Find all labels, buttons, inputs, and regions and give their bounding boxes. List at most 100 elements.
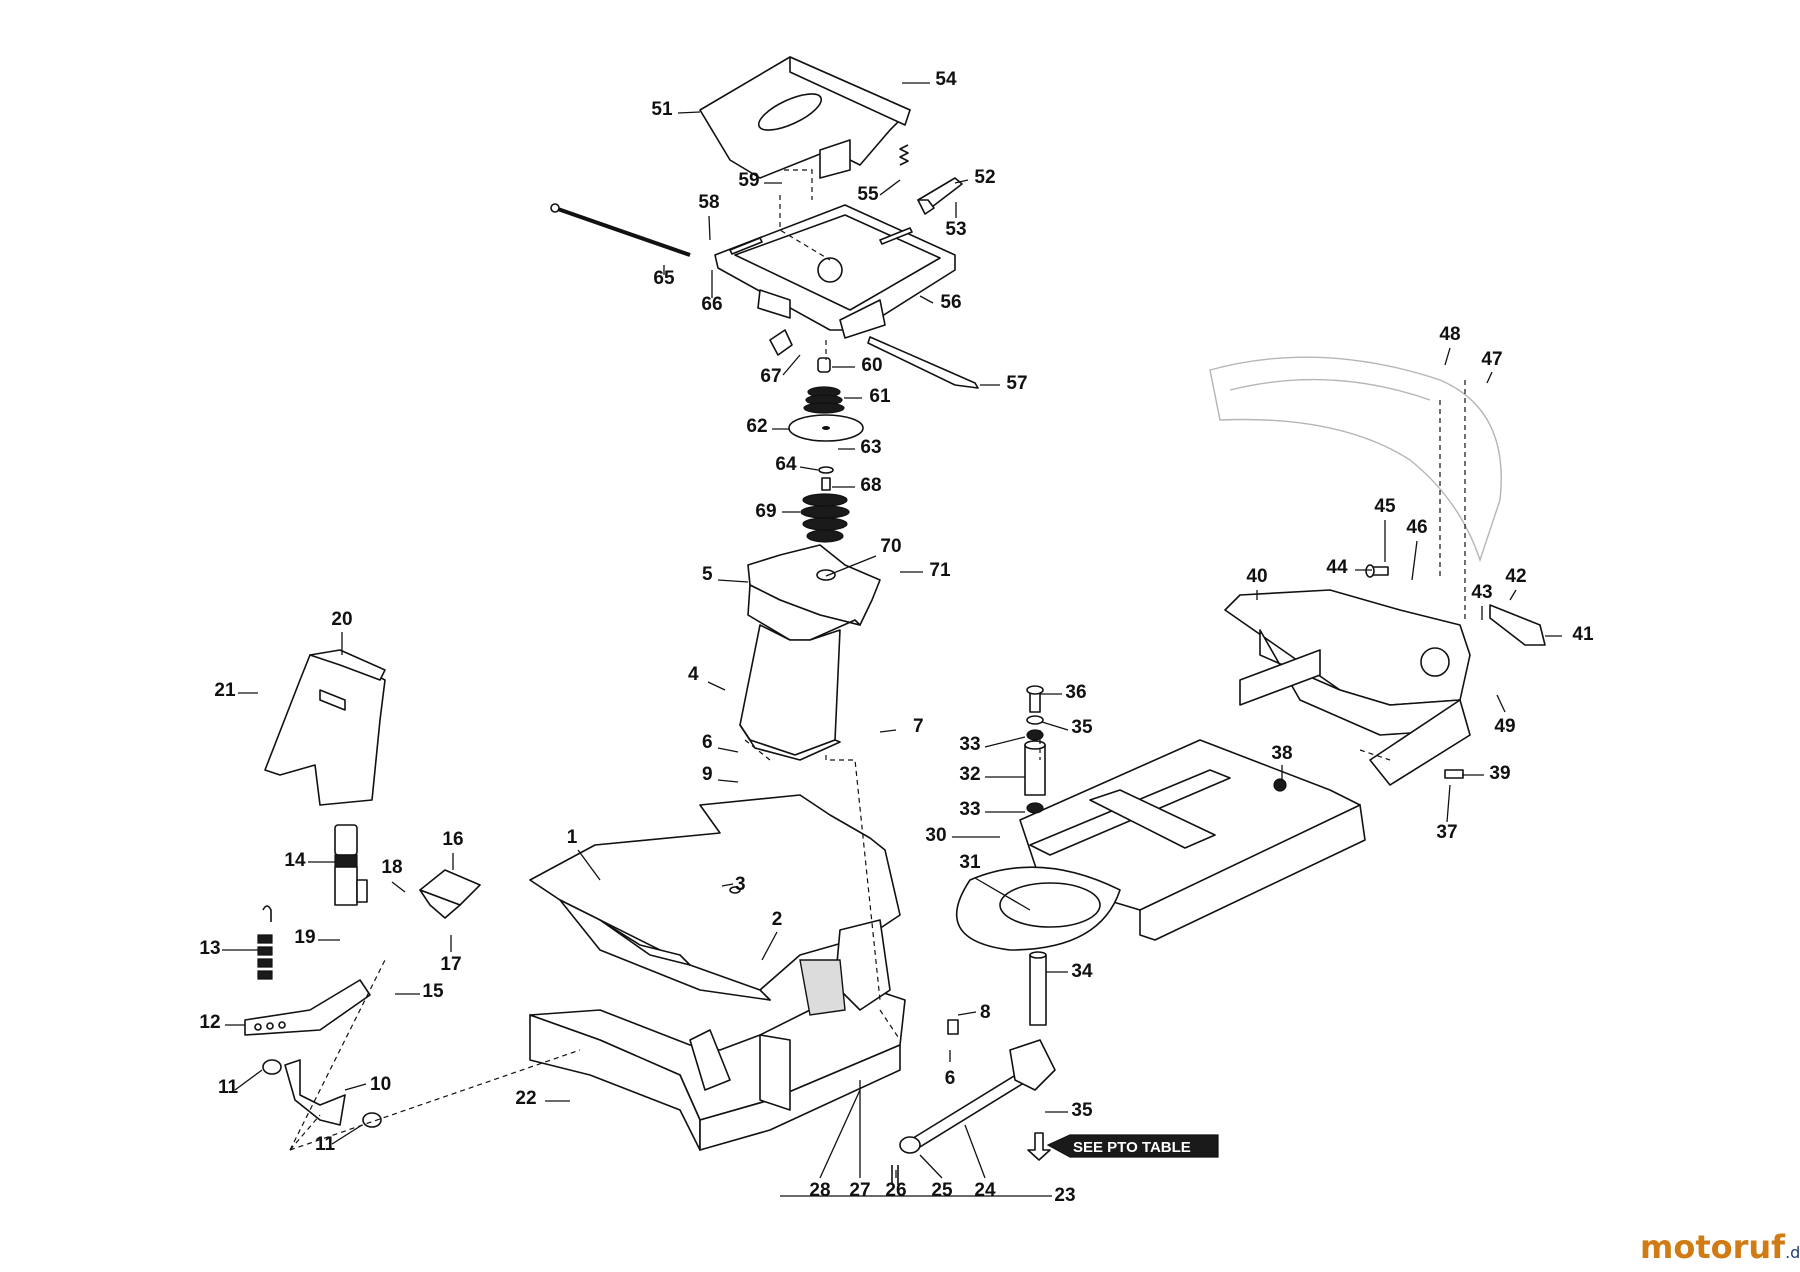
callout-23: 23 bbox=[1054, 1185, 1075, 1206]
callout-leader bbox=[799, 466, 819, 471]
callout-leader bbox=[919, 1154, 943, 1179]
callout-15: 15 bbox=[422, 981, 444, 1002]
callout-64: 64 bbox=[775, 454, 797, 475]
callout-59: 59 bbox=[738, 170, 759, 191]
callout-24: 24 bbox=[974, 1180, 996, 1201]
callout-37: 37 bbox=[1436, 822, 1457, 843]
pivot-tube-part-32 bbox=[1024, 740, 1046, 796]
callout-46: 46 bbox=[1406, 517, 1427, 538]
callout-leader bbox=[577, 849, 601, 881]
callout-52: 52 bbox=[974, 167, 995, 188]
callout-6-a: 6 bbox=[702, 732, 713, 753]
callout-63: 63 bbox=[860, 437, 881, 458]
bushing-part-60 bbox=[817, 357, 831, 373]
callout-leader bbox=[1411, 540, 1418, 581]
callout-18: 18 bbox=[381, 857, 402, 878]
callout-35-a: 35 bbox=[1071, 717, 1093, 738]
callout-61: 61 bbox=[869, 386, 891, 407]
shaft-part-34 bbox=[1029, 951, 1047, 1026]
callout-labels: 1 2 3 4 5 6 6 7 8 9 10 11 11 12 13 14 15… bbox=[199, 69, 1594, 1206]
callout-34: 34 bbox=[1071, 961, 1093, 982]
callout-14: 14 bbox=[284, 850, 306, 871]
callout-35-b: 35 bbox=[1071, 1100, 1093, 1121]
washer-part-63-64 bbox=[818, 466, 834, 474]
callout-20: 20 bbox=[331, 609, 352, 630]
washer-part-35 bbox=[1026, 715, 1044, 725]
callout-leader bbox=[344, 1083, 367, 1091]
watermark-brand: motoruf bbox=[1640, 1228, 1786, 1266]
callout-53: 53 bbox=[945, 219, 966, 240]
callout-65: 65 bbox=[653, 268, 675, 289]
callout-31: 31 bbox=[959, 852, 981, 873]
callout-60: 60 bbox=[861, 355, 882, 376]
callout-leader bbox=[819, 1089, 861, 1179]
callout-leader bbox=[879, 179, 901, 196]
callout-1: 1 bbox=[567, 827, 578, 848]
pto-reference-tag: SEE PTO TABLE bbox=[1027, 1132, 1219, 1161]
spring-part-69 bbox=[800, 493, 850, 543]
callout-leader bbox=[974, 877, 1031, 911]
callout-5: 5 bbox=[702, 564, 713, 585]
seat-base-plate-part-56 bbox=[714, 204, 956, 339]
callout-21: 21 bbox=[214, 680, 236, 701]
callout-leader bbox=[707, 681, 726, 691]
callout-leader bbox=[331, 1124, 363, 1145]
assembly-dash-lines bbox=[289, 169, 1466, 1151]
callout-39: 39 bbox=[1489, 763, 1510, 784]
callout-38: 38 bbox=[1271, 743, 1292, 764]
callout-16: 16 bbox=[442, 829, 463, 850]
callout-leader bbox=[677, 111, 701, 114]
pedal-shaft-part-14 bbox=[334, 824, 368, 906]
callout-leader bbox=[1496, 694, 1506, 713]
svg-text:motoruf.de: motoruf.de bbox=[1640, 1228, 1800, 1266]
bolt-part-36 bbox=[1026, 685, 1044, 713]
callout-leader bbox=[825, 555, 877, 577]
callout-55: 55 bbox=[857, 184, 879, 205]
callout-leader bbox=[782, 354, 801, 376]
callout-44: 44 bbox=[1326, 557, 1348, 578]
callout-leader bbox=[879, 729, 897, 733]
callout-28: 28 bbox=[809, 1180, 830, 1201]
callout-43: 43 bbox=[1471, 582, 1492, 603]
callout-leader bbox=[717, 747, 739, 753]
callout-3: 3 bbox=[735, 874, 746, 895]
callout-54: 54 bbox=[935, 69, 957, 90]
callout-40: 40 bbox=[1246, 566, 1267, 587]
callout-33-a: 33 bbox=[959, 734, 980, 755]
clip-part-67 bbox=[769, 329, 793, 356]
callout-leader bbox=[1486, 371, 1493, 384]
spring-cone-part-61 bbox=[803, 386, 845, 414]
callout-4: 4 bbox=[688, 664, 699, 685]
callout-68: 68 bbox=[860, 475, 881, 496]
callout-leader bbox=[954, 179, 969, 184]
callout-13: 13 bbox=[199, 938, 220, 959]
callout-6-b: 6 bbox=[945, 1068, 956, 1089]
callout-36: 36 bbox=[1065, 682, 1086, 703]
callout-12: 12 bbox=[199, 1012, 220, 1033]
callout-69: 69 bbox=[755, 501, 776, 522]
callout-11-a: 11 bbox=[218, 1077, 239, 1098]
adjust-rod-part-57 bbox=[867, 336, 979, 389]
steering-plate-part-30 bbox=[955, 866, 1121, 951]
callout-leader bbox=[919, 295, 934, 304]
callout-26: 26 bbox=[885, 1180, 906, 1201]
callout-leader bbox=[1446, 784, 1451, 823]
callout-56: 56 bbox=[940, 292, 961, 313]
bolt-part-44 bbox=[1365, 564, 1389, 578]
callout-45: 45 bbox=[1374, 496, 1396, 517]
seat-spring-part-55 bbox=[899, 144, 909, 166]
callout-49: 49 bbox=[1494, 716, 1515, 737]
watermark-tld: .de bbox=[1785, 1243, 1800, 1262]
callout-leader bbox=[1041, 721, 1069, 731]
bushing-part-25 bbox=[899, 1136, 921, 1154]
callout-10: 10 bbox=[370, 1074, 391, 1095]
seat-tower-part-5 bbox=[739, 544, 881, 761]
callout-11-b: 11 bbox=[315, 1134, 336, 1155]
adjust-lever-part-52 bbox=[917, 177, 963, 215]
callout-33-b: 33 bbox=[959, 799, 980, 820]
seat-rod-part-65 bbox=[550, 203, 691, 257]
rear-frame-part-40 bbox=[1224, 589, 1471, 786]
callout-leader bbox=[964, 1124, 986, 1179]
callout-47: 47 bbox=[1481, 349, 1502, 370]
pins-part-26 bbox=[891, 1165, 899, 1185]
